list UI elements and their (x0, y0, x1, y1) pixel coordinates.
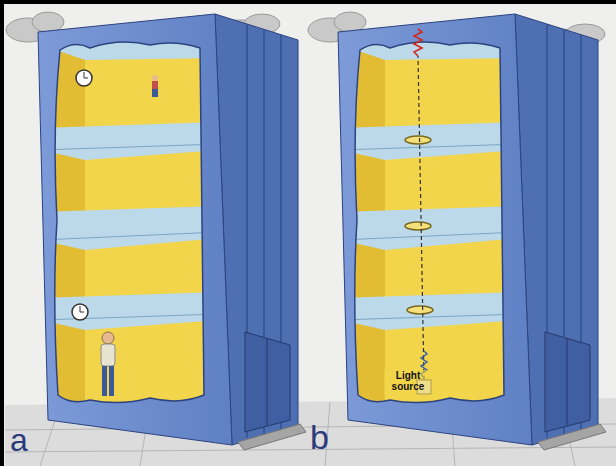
panel-letter: a (10, 424, 40, 458)
panel-letter: b (310, 420, 340, 456)
tower-a (38, 14, 306, 450)
light-path (418, 56, 424, 380)
source-label: Light source (385, 371, 431, 392)
tower-b (338, 14, 606, 450)
paper (4, 4, 616, 466)
clock (72, 70, 92, 320)
label-backing (384, 370, 432, 396)
observer (101, 75, 158, 396)
floor-hole (405, 136, 433, 314)
red-wave (414, 29, 422, 56)
